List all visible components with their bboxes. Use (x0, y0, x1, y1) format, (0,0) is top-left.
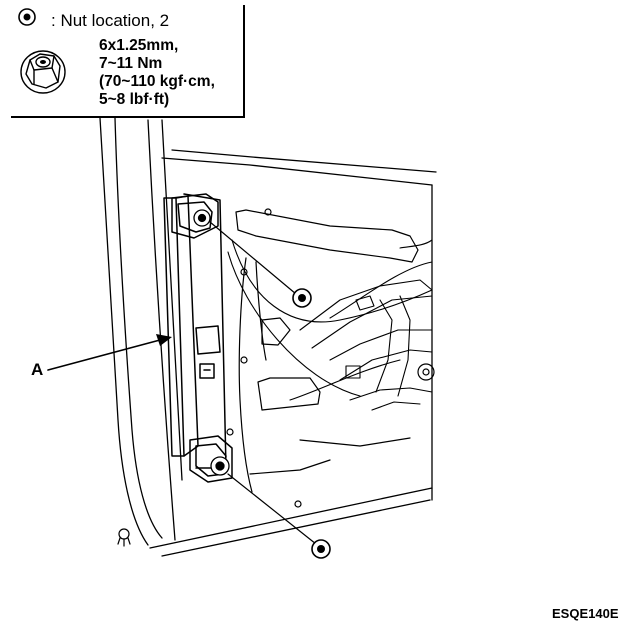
spec-line-torque-kgf: (70~110 kgf·cm, (99, 73, 215, 90)
callout-a-arrow (47, 334, 172, 371)
flange-nut-icon (20, 50, 66, 94)
nut-location-marker-upper (292, 288, 312, 308)
door-panel-outline (99, 117, 437, 557)
upper-nut (193, 209, 211, 227)
spec-line-torque-lbf: 5~8 lbf·ft) (99, 91, 170, 108)
leader-lines (209, 221, 317, 545)
nut-location-marker-lower (311, 539, 331, 559)
lower-nut (210, 456, 230, 476)
panel-screw (117, 528, 131, 547)
spec-line-torque-nm: 7~11 Nm (99, 55, 163, 72)
spec-line-bolt-size: 6x1.25mm, (99, 37, 179, 54)
legend-box: : Nut location, 2 6x1.25mm, 7~11 Nm (70~… (11, 5, 245, 118)
figure-code: ESQE140E (552, 606, 619, 621)
window-regulator (289, 239, 433, 411)
nut-symbol-icon (18, 8, 36, 26)
harness-cables (227, 239, 433, 397)
callout-label-a: A (31, 360, 44, 379)
bracket-nuts (193, 209, 230, 476)
legend-title: : Nut location, 2 (51, 11, 170, 30)
door-inner-frame (226, 208, 435, 508)
